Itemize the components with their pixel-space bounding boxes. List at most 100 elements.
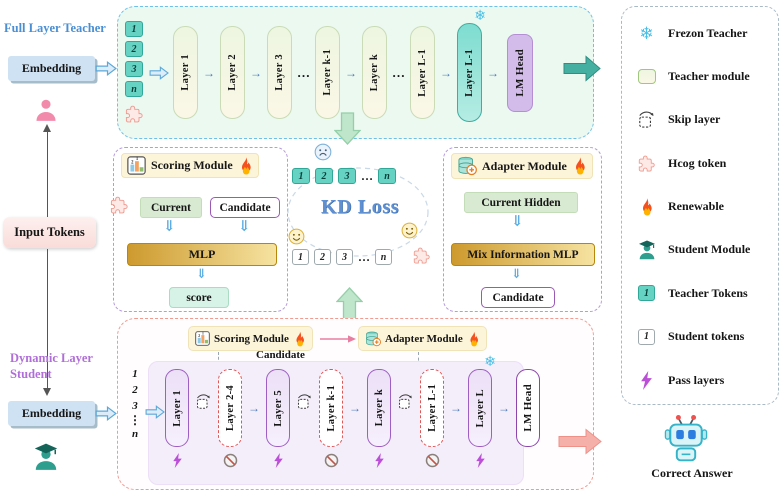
student-layer-column: Layer 5 [266,369,290,468]
student-layer-column: Layer 2-4 [218,369,242,468]
flow-arrow-icon: → [440,65,452,80]
teacher-layer: Layer 3 [267,26,292,119]
teacher-layer: Layer L-1 [410,26,435,119]
lightning-icon [271,453,286,468]
mlp-box: MLP [127,243,277,266]
teacher-layer-label: Layer L-1 [417,48,428,97]
svg-text:2: 2 [131,160,134,165]
legend-label: Hcog token [668,155,727,170]
legend-label: Frezon Teacher [668,25,748,40]
student-scoring-title: Scoring Module [214,332,289,345]
legend-label: Student Module [668,242,751,257]
student-token: n [131,428,139,440]
student-layer-column: ❄Layer L [468,356,496,468]
legend-item: Teacher module [635,65,772,87]
puzzle-icon [124,104,144,124]
teacher-layer: Layer k-1 [315,26,340,119]
kd-student-token: n [375,249,392,265]
teacher-layer-label: Layer 3 [274,54,285,91]
teacher-output-arrow-icon [563,55,601,82]
student-icon [635,239,658,261]
teacher-layer-row: Layer 1→Layer 2→Layer 3…Layer k-1→Layer … [173,10,533,122]
student-layer-column: Layer L-1 [420,369,444,468]
teacher-layer-label: Layer 2 [227,54,238,91]
teacher-layer: Layer 2 [220,26,245,119]
teacher-embedding-box: Embedding [8,56,95,81]
kd-teacher-token: 2 [315,168,333,184]
legend-label: Teacher Tokens [668,285,748,300]
flow-arrow-icon: → [349,401,361,415]
lightning-icon [635,369,658,391]
scoring-module-title: Scoring Module [151,158,233,172]
student-layer: Layer 1 [165,369,189,447]
student-layer-label: Layer k [373,389,385,427]
teacher-layer-label: Layer 1 [180,54,191,91]
legend-label: Teacher module [668,68,750,83]
down-arrow-icon: ⇓ [163,219,176,235]
kd-student-token: 1 [292,249,309,265]
teacher-token: 1 [125,21,143,37]
legend-item: ❄Frezon Teacher [635,22,772,44]
student-layer-label: Layer L-1 [426,384,438,432]
database-icon [365,331,381,347]
embed-to-student-arrow-icon [95,406,117,421]
svg-text:1: 1 [136,157,139,162]
kd-student-token: 3 [336,249,353,265]
lightning-icon [473,453,488,468]
kd-student-token: 2 [314,249,331,265]
student-embedding-box: Embedding [8,401,95,426]
arrow-down-head [43,388,51,396]
fire-icon [293,330,306,347]
legend-item: Hcog token [635,152,772,174]
adapter-module-title: Adapter Module [482,158,567,173]
kd-teacher-token: 1 [292,168,310,184]
teacher-token: n [125,81,143,97]
adapter-module-header: Adapter Module [451,153,593,179]
teacher-token: 3 [125,61,143,77]
kd-loss-label: KD Loss [320,196,400,218]
ellipsis: … [297,64,310,80]
legend-item: Renewable [635,196,772,218]
snowflake-icon: ❄ [484,355,496,370]
fire-icon [467,330,480,347]
fire-icon [635,196,658,218]
teacher-layer: Layer 1 [173,26,198,119]
student-layer-column: Layer 1 [165,369,189,468]
student-layer: Layer 2-4 [218,369,242,447]
fire-icon [572,157,587,175]
mix-information-mlp-box: Mix Information MLP [451,243,595,266]
sad-face-icon [314,143,332,161]
teacher-layer: Layer k [362,26,387,119]
ellipsis: … [358,249,370,264]
current-chip: Current [140,197,202,218]
teacher-layer: ❄Layer L-1 [457,10,486,122]
input-tokens-box: Input Tokens [3,217,96,248]
student-layer: Layer k [367,369,391,447]
happy-face-icon [288,228,305,245]
teacher-to-kd-arrow-icon [334,112,361,145]
tokens-to-layers-arrow-icon [145,405,165,419]
input-to-teacher-line [47,131,48,217]
student-adapter-module: Adapter Module [358,326,487,351]
skip-layer-icon [195,393,212,410]
score-chip: score [169,287,229,308]
kd-teacher-token: n [378,168,396,184]
legend-item: Pass layers [635,369,772,391]
legend-item: Student Module [635,239,772,261]
legend-item: Skip layer [635,109,772,131]
student-output-arrow-icon [558,428,602,455]
teacher-layer-label: Layer k-1 [322,49,333,96]
student-token: 2 [132,384,138,396]
kd-teacher-token: 3 [338,168,356,184]
teacher-avatar-icon [33,97,59,123]
student-layer-label: Layer k-1 [325,384,337,432]
candidate-chip: Candidate [210,197,280,218]
